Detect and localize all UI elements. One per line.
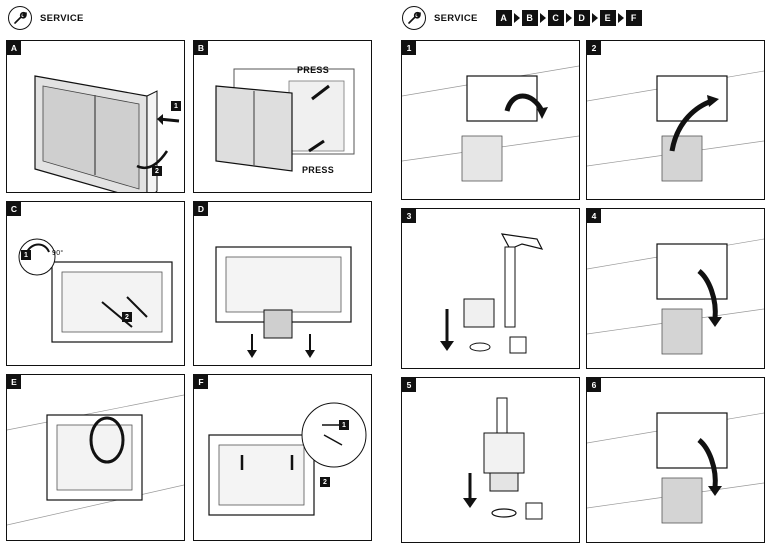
remove-cover-illustration: [402, 65, 579, 182]
panel-label: F: [194, 375, 208, 389]
panel-label: D: [194, 202, 208, 216]
step-b: B: [521, 10, 538, 26]
replace-outlet-seal-illustration: [463, 397, 543, 520]
panel-label: 2: [587, 41, 601, 55]
step-c: C: [547, 10, 564, 26]
lift-valve-illustration: [587, 70, 764, 182]
callout-1: 1: [21, 250, 31, 260]
step-arrow-icon: [513, 13, 520, 23]
frame-unscrew-illustration: [18, 238, 173, 343]
step-f: F: [625, 10, 642, 26]
wrench-icon: [402, 6, 426, 30]
left-header: SERVICE: [8, 4, 84, 32]
panel-6: 6: [586, 377, 765, 543]
panel-label: 6: [587, 378, 601, 392]
panel-c: C 90° 1 2: [6, 201, 185, 366]
panel-d: D: [193, 201, 372, 366]
panel-1: 1: [401, 40, 580, 200]
callout-2: 2: [122, 312, 132, 322]
step-d: D: [573, 10, 590, 26]
panel-label: E: [7, 375, 21, 389]
panel-3: 3: [401, 208, 580, 369]
panel-label: 5: [402, 378, 416, 392]
panel-label: 3: [402, 209, 416, 223]
step-sequence: A B C D E F: [495, 10, 642, 26]
step-arrow-icon: [539, 13, 546, 23]
panel-label: 4: [587, 209, 601, 223]
panel-b: B PRESS PRESS: [193, 40, 372, 193]
callout-1: 1: [339, 420, 349, 430]
release-clips-illustration: [215, 68, 355, 172]
frame-pull-down-illustration: [215, 246, 352, 358]
left-header-title: SERVICE: [40, 12, 84, 24]
frame-rotate-illustration: [7, 394, 184, 526]
angle-label: 90°: [52, 250, 64, 257]
panel-4: 4: [586, 208, 765, 369]
step-a: A: [495, 10, 512, 26]
step-e: E: [599, 10, 616, 26]
panel-f: F 1 2: [193, 374, 372, 541]
step-arrow-icon: [617, 13, 624, 23]
right-header: SERVICE A B C D E F: [402, 4, 642, 32]
panel-label: 1: [402, 41, 416, 55]
panel-5: 5: [401, 377, 580, 543]
callout-2: 2: [320, 477, 330, 487]
callout-2: 2: [152, 166, 162, 176]
reinsert-valve-illustration: [587, 238, 764, 355]
wrench-icon: [8, 6, 32, 30]
callout-1: 1: [171, 101, 181, 111]
panel-label: B: [194, 41, 208, 55]
panel-label: C: [7, 202, 21, 216]
step-arrow-icon: [591, 13, 598, 23]
valve-lift-illustration: [208, 402, 367, 516]
panel-a: A 1 2: [6, 40, 185, 193]
right-header-title: SERVICE: [434, 12, 478, 24]
refit-cover-illustration: [587, 412, 764, 524]
panel-2: 2: [586, 40, 765, 200]
panel-label: A: [7, 41, 21, 55]
replace-seal-illustration: [440, 233, 544, 354]
press-label-bottom: PRESS: [302, 165, 335, 175]
step-arrow-icon: [565, 13, 572, 23]
panel-e: E: [6, 374, 185, 541]
press-label-top: PRESS: [297, 65, 330, 75]
